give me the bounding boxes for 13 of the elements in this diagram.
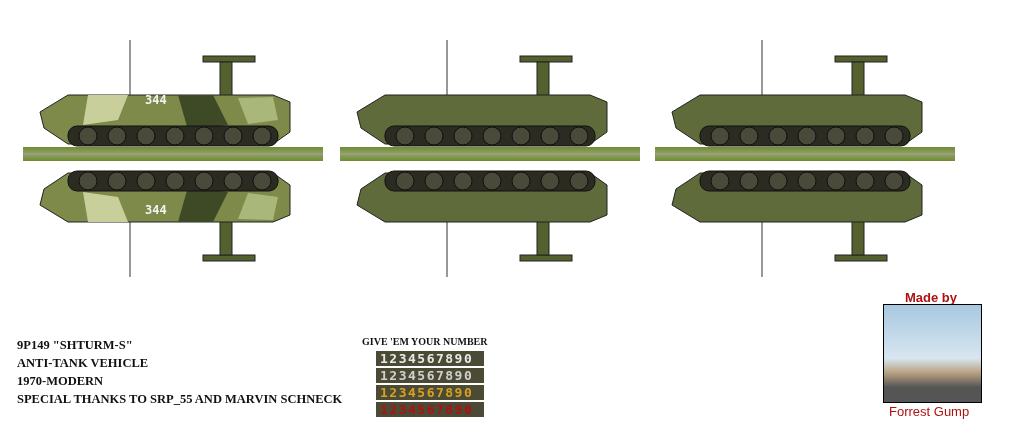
number-strip: 1234567890	[376, 402, 484, 417]
hull-number: 344	[145, 93, 167, 107]
credit-name: Forrest Gump	[889, 404, 970, 419]
info-text: 1970-MODERN	[17, 374, 104, 389]
number-strip: 1234567890	[376, 351, 484, 366]
info-text: ANTI-TANK VEHICLE	[17, 356, 149, 371]
info-text: SPECIAL THANKS TO SRP_55 AND MARVIN SCHNECK	[17, 392, 343, 407]
number-strip: 1234567890	[376, 368, 484, 383]
hull-number: 344	[145, 203, 167, 217]
credit-text: Made by	[905, 290, 957, 305]
number-strip: 1234567890	[376, 385, 484, 400]
heading-text: GIVE 'EM YOUR NUMBER	[362, 335, 488, 349]
info-text: 9P149 "SHTURM-S"	[17, 338, 133, 353]
